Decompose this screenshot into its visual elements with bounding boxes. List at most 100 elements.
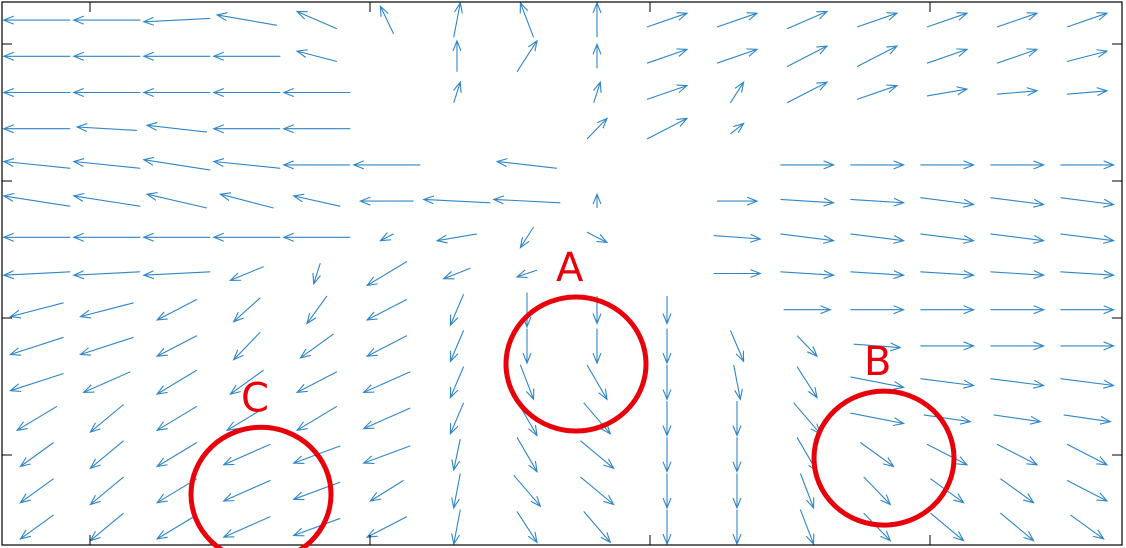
vector-arrow — [993, 414, 1041, 422]
vector-arrow — [144, 160, 211, 171]
vector-arrow — [853, 344, 901, 347]
vector-arrow — [224, 443, 271, 465]
vector-arrow — [157, 335, 198, 357]
vector-arrow — [713, 236, 761, 239]
vector-arrow — [926, 89, 967, 97]
vector-arrow — [856, 13, 897, 28]
vector-arrow — [646, 86, 687, 100]
vector-arrow — [990, 197, 1043, 205]
annotations: ABC — [188, 245, 957, 548]
vector-arrow — [300, 333, 334, 358]
vector-arrow — [786, 46, 827, 68]
vector-arrow — [1066, 91, 1107, 94]
vector-arrow — [10, 302, 64, 317]
vector-arrow — [224, 516, 271, 538]
vector-arrow — [494, 199, 561, 202]
vector-arrow — [580, 476, 613, 505]
vector-arrow — [920, 233, 973, 241]
vector-arrow — [77, 127, 137, 130]
vector-arrow — [157, 405, 198, 430]
vector-arrow — [230, 369, 264, 394]
vector-arrow — [297, 12, 338, 30]
vector-arrow — [144, 18, 211, 21]
vector-arrow — [729, 82, 743, 104]
vector-arrow — [586, 118, 607, 140]
vector-arrow — [856, 86, 897, 100]
vector-arrow — [729, 330, 743, 361]
vector-arrow — [230, 266, 264, 281]
vector-arrow — [586, 364, 607, 399]
vector-arrow — [856, 46, 897, 68]
vector-arrow — [90, 440, 124, 469]
vector-arrow — [364, 407, 411, 429]
vector-arrow — [513, 474, 541, 506]
vector-arrow — [920, 197, 973, 205]
vector-arrow — [217, 15, 277, 26]
vector-arrow — [796, 335, 817, 357]
vector-arrow — [926, 13, 967, 28]
vector-arrow — [516, 511, 537, 542]
vector-arrow — [367, 516, 408, 538]
vector-arrow — [297, 405, 338, 430]
vector-arrow — [646, 49, 687, 64]
vector-arrow — [990, 378, 1043, 386]
vector-arrow — [1060, 378, 1113, 386]
vector-arrow — [20, 442, 54, 467]
vector-arrow — [367, 261, 408, 286]
vector-arrow — [796, 366, 817, 398]
vector-arrow — [367, 298, 408, 320]
vector-arrow — [923, 414, 971, 422]
vector-arrow — [450, 293, 465, 325]
vector-arrow — [497, 162, 557, 169]
vector-arrow — [157, 369, 198, 394]
vector-arrow — [454, 438, 461, 470]
vector-arrow — [1066, 13, 1107, 28]
annotation-label-b: B — [864, 339, 891, 385]
vector-arrow — [84, 371, 131, 393]
vector-arrow — [1066, 443, 1107, 465]
vector-arrow — [730, 124, 743, 135]
vector-arrow — [926, 443, 967, 465]
vector-arrow — [380, 6, 395, 35]
vector-arrow — [4, 162, 71, 169]
vector-arrow — [157, 298, 198, 320]
vector-arrow — [850, 199, 903, 202]
vector-arrow — [850, 412, 903, 423]
vector-arrow — [294, 196, 341, 207]
vector-arrow — [516, 437, 537, 471]
vector-arrow — [996, 49, 1037, 64]
vector-arrow — [444, 267, 471, 278]
vector-arrow — [780, 233, 833, 241]
vector-arrow — [860, 442, 893, 467]
vector-arrow — [594, 82, 601, 103]
vector-arrow — [80, 302, 134, 317]
vector-arrow — [520, 3, 535, 38]
vector-arrow — [314, 263, 321, 284]
vector-arrow — [450, 402, 465, 434]
vector-arrow — [90, 404, 124, 433]
vector-arrow — [214, 162, 281, 169]
annotation-label-c: C — [241, 375, 269, 421]
vector-arrow — [1063, 414, 1111, 422]
vector-arrow — [780, 272, 833, 275]
vector-arrow — [1070, 514, 1103, 539]
vector-arrow — [716, 49, 757, 64]
vector-arrow — [996, 91, 1037, 94]
vector-arrow — [307, 295, 328, 324]
vector-arrow — [1060, 197, 1113, 205]
vector-arrow — [370, 479, 404, 501]
vector-arrow — [996, 13, 1037, 28]
vector-arrow — [144, 272, 211, 275]
vector-arrow — [227, 405, 268, 430]
vector-arrow — [990, 233, 1043, 241]
vector-arrow — [799, 473, 813, 508]
vector-arrow — [786, 12, 827, 30]
vector-arrow — [793, 402, 821, 434]
vector-arrow — [1060, 233, 1113, 241]
vector-arrow — [520, 226, 535, 248]
vector-arrow — [234, 331, 261, 360]
vector-arrow — [380, 234, 394, 241]
vector-arrow — [74, 162, 141, 169]
vector-arrow — [850, 376, 903, 387]
